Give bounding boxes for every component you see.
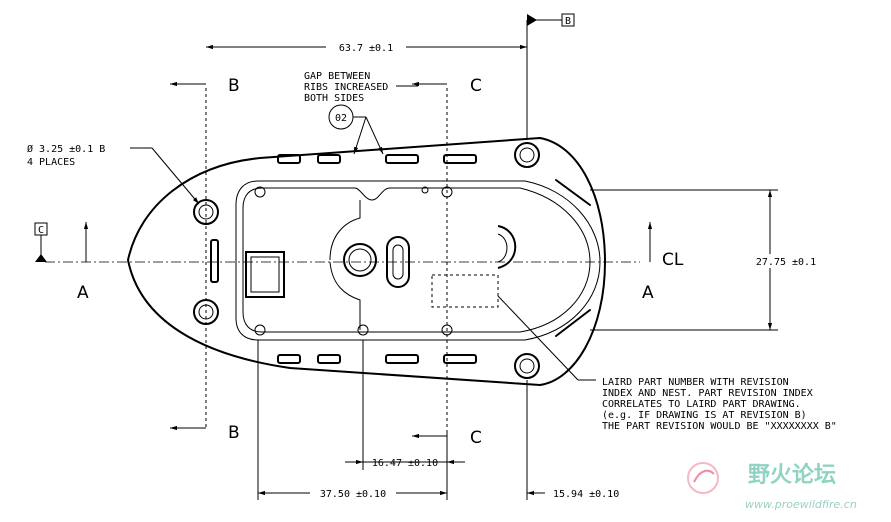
dim-left-to-hole: 37.50 ±0.10 bbox=[320, 489, 386, 500]
watermark-name: 野火论坛 bbox=[748, 462, 836, 488]
section-label-c-top: C bbox=[470, 76, 482, 96]
svg-text:GAP BETWEEN: GAP BETWEEN bbox=[304, 71, 370, 82]
svg-text:INDEX AND NEST. PART REVISION: INDEX AND NEST. PART REVISION INDEX bbox=[602, 388, 813, 399]
gap-note: GAP BETWEEN RIBS INCREASED BOTH SIDES 02 bbox=[304, 71, 418, 155]
section-label-c-bottom: C bbox=[470, 428, 482, 448]
dim-rib-pitch: 16.47 ±0.10 bbox=[372, 458, 438, 469]
center-boss bbox=[343, 243, 377, 277]
part-outline bbox=[126, 136, 607, 387]
section-marks: B B C C A A CL bbox=[77, 76, 684, 448]
svg-text:B: B bbox=[565, 16, 571, 27]
svg-text:02: 02 bbox=[335, 113, 347, 124]
arc-slot bbox=[497, 225, 517, 269]
hole-callout: Ø 3.25 ±0.1 B 4 PLACES bbox=[27, 143, 200, 205]
boss-3 bbox=[421, 186, 429, 194]
section-label-a-right: A bbox=[642, 283, 654, 303]
section-label-b-bottom: B bbox=[228, 423, 240, 443]
datum-b: B bbox=[527, 13, 575, 27]
part-number-note: LAIRD PART NUMBER WITH REVISION INDEX AN… bbox=[497, 295, 837, 432]
dim-height: 27.75 ±0.1 bbox=[756, 257, 816, 268]
svg-text:Ø 3.25 ±0.1 B: Ø 3.25 ±0.1 B bbox=[27, 143, 105, 155]
boss-4 bbox=[254, 324, 266, 336]
centerline-symbol: CL bbox=[662, 250, 684, 270]
svg-text:RIBS INCREASED: RIBS INCREASED bbox=[304, 82, 388, 93]
boss-5 bbox=[357, 324, 369, 336]
dim-overall-width: 63.7 ±0.1 bbox=[339, 43, 393, 54]
svg-text:BOTH SIDES: BOTH SIDES bbox=[304, 93, 364, 104]
ribs bbox=[210, 154, 591, 364]
svg-text:CORRELATES TO LAIRD PART DRAWI: CORRELATES TO LAIRD PART DRAWING. bbox=[602, 399, 801, 410]
svg-text:THE PART REVISION WOULD BE "XX: THE PART REVISION WOULD BE "XXXXXXXX B" bbox=[602, 421, 837, 432]
svg-text:C: C bbox=[38, 225, 44, 236]
datum-c: C bbox=[34, 222, 48, 262]
connector-pocket bbox=[245, 251, 285, 298]
part-number-area bbox=[431, 274, 499, 308]
svg-text:4 PLACES: 4 PLACES bbox=[27, 157, 75, 168]
svg-text:(e.g. IF DRAWING IS AT REVISIO: (e.g. IF DRAWING IS AT REVISION B) bbox=[602, 410, 807, 421]
boss-1 bbox=[254, 186, 266, 198]
dim-hole-to-right: 15.94 ±0.10 bbox=[553, 489, 619, 500]
section-label-a-left: A bbox=[77, 283, 89, 303]
section-label-b-top: B bbox=[228, 76, 240, 96]
hole-top-right bbox=[514, 142, 540, 168]
watermark: 野火论坛 www.proewildfire.cn bbox=[687, 462, 857, 511]
svg-text:LAIRD PART NUMBER WITH REVISIO: LAIRD PART NUMBER WITH REVISION bbox=[602, 377, 789, 388]
watermark-url: www.proewildfire.cn bbox=[745, 498, 857, 511]
hole-bottom-right bbox=[514, 353, 540, 379]
